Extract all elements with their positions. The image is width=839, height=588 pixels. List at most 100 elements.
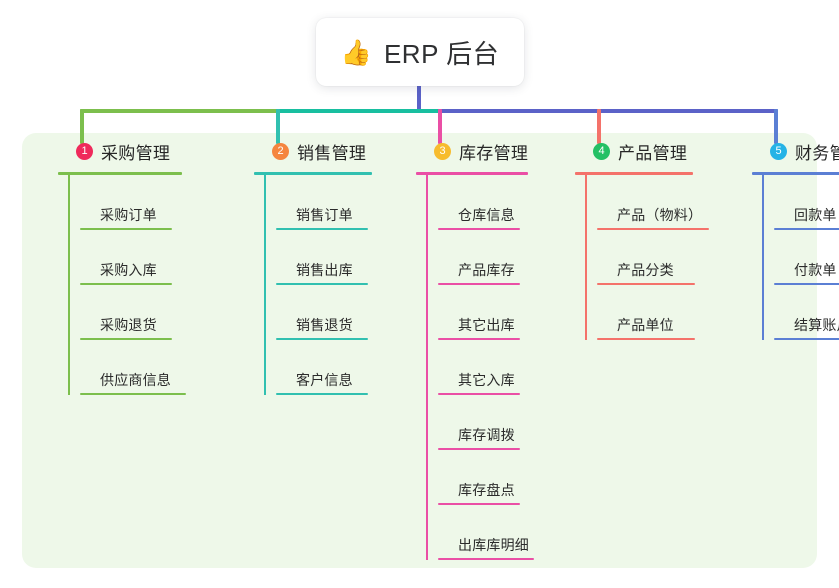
menu-item-underline — [438, 283, 520, 285]
menu-item-underline — [276, 393, 368, 395]
column-items-3: 仓库信息产品库存其它出库其它入库库存调拨库存盘点出库库明细 — [416, 175, 534, 560]
menu-item-label: 回款单 — [794, 207, 837, 223]
menu-item[interactable]: 产品库存 — [438, 230, 529, 285]
menu-item-label: 产品分类 — [617, 262, 674, 278]
menu-item[interactable]: 采购入库 — [80, 230, 182, 285]
column-title-3: 库存管理 — [459, 143, 529, 163]
menu-item[interactable]: 供应商信息 — [80, 340, 186, 395]
menu-item-label: 采购入库 — [100, 262, 157, 278]
menu-item-label: 库存调拨 — [458, 427, 515, 443]
menu-item-underline — [80, 283, 172, 285]
column-underline-1 — [58, 172, 182, 175]
connector-drop-column-5 — [774, 109, 778, 144]
connector-hbar-blue — [438, 109, 778, 113]
column-trunk-3 — [426, 175, 428, 560]
menu-item[interactable]: 产品（物料） — [597, 175, 709, 230]
column-title-4: 产品管理 — [618, 143, 688, 163]
menu-item-underline — [597, 283, 695, 285]
menu-item[interactable]: 产品分类 — [597, 230, 702, 285]
column-badge-2: 2 — [272, 142, 289, 160]
column-header-3[interactable]: 3 库存管理 — [416, 133, 529, 169]
menu-item[interactable]: 销售退货 — [276, 285, 372, 340]
column-badge-3: 3 — [434, 142, 451, 160]
column-badge-1: 1 — [76, 142, 93, 160]
menu-item-underline — [438, 558, 534, 560]
menu-item-underline — [438, 393, 520, 395]
menu-item-label: 客户信息 — [296, 372, 353, 388]
column-underline-4 — [575, 172, 693, 175]
mindmap-panel — [22, 133, 817, 568]
column-header-1[interactable]: 1 采购管理 — [58, 133, 182, 169]
mindmap-column-5: 5 财务管理回款单付款单结算账户 — [752, 133, 839, 340]
menu-item-underline — [276, 338, 368, 340]
menu-item-label: 销售订单 — [296, 207, 353, 223]
column-badge-4: 4 — [593, 142, 610, 160]
column-header-5[interactable]: 5 财务管理 — [752, 133, 839, 169]
menu-item-underline — [438, 448, 520, 450]
root-node-card[interactable]: 👍 ERP 后台 — [316, 18, 524, 86]
menu-item[interactable]: 付款单 — [774, 230, 839, 285]
column-underline-3 — [416, 172, 528, 175]
column-header-2[interactable]: 2 销售管理 — [254, 133, 372, 169]
menu-item[interactable]: 库存调拨 — [438, 395, 529, 450]
menu-item[interactable]: 出库库明细 — [438, 505, 534, 560]
mindmap-column-2: 2 销售管理销售订单销售出库销售退货客户信息 — [254, 133, 372, 395]
mindmap-column-3: 3 库存管理仓库信息产品库存其它出库其它入库库存调拨库存盘点出库库明细 — [416, 133, 534, 560]
menu-item-underline — [276, 283, 368, 285]
menu-item-label: 产品库存 — [458, 262, 515, 278]
thumbs-up-icon: 👍 — [340, 37, 372, 67]
menu-item[interactable]: 结算账户 — [774, 285, 839, 340]
menu-item[interactable]: 库存盘点 — [438, 450, 529, 505]
connector-drop-column-3 — [438, 109, 442, 144]
column-items-4: 产品（物料） 产品分类产品单位 — [575, 175, 709, 340]
menu-item[interactable]: 回款单 — [774, 175, 839, 230]
menu-item-label: 采购订单 — [100, 207, 157, 223]
column-title-2: 销售管理 — [297, 143, 367, 163]
menu-item[interactable]: 仓库信息 — [438, 175, 529, 230]
connector-drop-column-1 — [80, 109, 84, 144]
column-items-5: 回款单付款单结算账户 — [752, 175, 839, 340]
menu-item-label: 仓库信息 — [458, 207, 515, 223]
column-trunk-1 — [68, 175, 70, 395]
menu-item[interactable]: 采购退货 — [80, 285, 182, 340]
menu-item-underline — [80, 228, 172, 230]
column-items-1: 采购订单采购入库采购退货供应商信息 — [58, 175, 186, 395]
menu-item[interactable]: 客户信息 — [276, 340, 372, 395]
menu-item-label: 产品（物料） — [617, 207, 703, 223]
menu-item-underline — [438, 338, 520, 340]
menu-item[interactable]: 产品单位 — [597, 285, 702, 340]
root-node-content: 👍 ERP 后台 — [341, 34, 499, 71]
menu-item-label: 产品单位 — [617, 317, 674, 333]
menu-item-underline — [774, 228, 839, 230]
menu-item[interactable]: 采购订单 — [80, 175, 182, 230]
menu-item-underline — [597, 228, 709, 230]
connector-root-stem — [417, 86, 421, 112]
menu-item[interactable]: 其它入库 — [438, 340, 529, 395]
column-items-2: 销售订单销售出库销售退货客户信息 — [254, 175, 372, 395]
menu-item[interactable]: 销售出库 — [276, 230, 372, 285]
menu-item-label: 结算账户 — [794, 317, 839, 333]
connector-drop-column-2 — [276, 109, 280, 144]
menu-item-label: 销售退货 — [296, 317, 353, 333]
menu-item[interactable]: 其它出库 — [438, 285, 529, 340]
mindmap-columns: 1 采购管理采购订单采购入库采购退货供应商信息 2 销售管理销售订单销售出库销售退货客… — [22, 133, 839, 568]
column-underline-5 — [752, 172, 839, 175]
mindmap-column-4: 4 产品管理产品（物料） 产品分类产品单位 — [575, 133, 709, 340]
menu-item-underline — [80, 393, 186, 395]
root-node-title: ERP 后台 — [383, 38, 500, 69]
column-title-1: 采购管理 — [101, 143, 171, 163]
menu-item-label: 供应商信息 — [100, 372, 171, 388]
column-underline-2 — [254, 172, 372, 175]
menu-item-label: 付款单 — [794, 262, 837, 278]
menu-item[interactable]: 销售订单 — [276, 175, 372, 230]
column-badge-5: 5 — [770, 142, 787, 160]
menu-item-underline — [80, 338, 172, 340]
column-trunk-5 — [762, 175, 764, 340]
connector-hbar-teal — [276, 109, 440, 113]
menu-item-underline — [774, 338, 839, 340]
menu-item-label: 其它入库 — [458, 372, 515, 388]
menu-item-label: 销售出库 — [296, 262, 353, 278]
column-header-4[interactable]: 4 产品管理 — [575, 133, 702, 169]
menu-item-label: 其它出库 — [458, 317, 515, 333]
column-title-5: 财务管理 — [795, 143, 839, 163]
